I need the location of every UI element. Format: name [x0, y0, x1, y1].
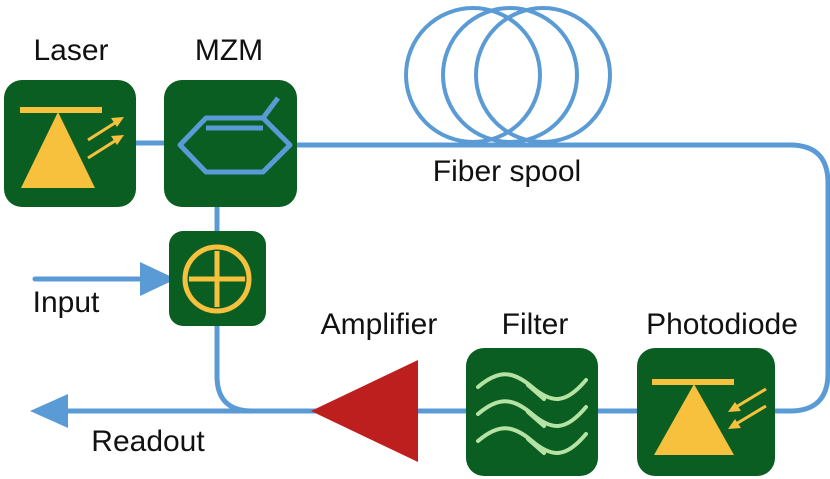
- laser-emitter-icon: [20, 107, 124, 188]
- input-label: Input: [32, 286, 100, 319]
- fiber-coil-icon: [404, 6, 612, 144]
- amplifier-label: Amplifier: [320, 308, 438, 341]
- mach-zehnder-modulator-icon: [177, 96, 293, 175]
- filter-block[interactable]: [466, 348, 598, 476]
- input-arrowhead: [140, 262, 176, 296]
- laser-block[interactable]: [4, 80, 136, 207]
- laser-label: Laser: [33, 34, 109, 67]
- photodiode-label: Photodiode: [646, 308, 798, 341]
- summer-to-readout-line: [214, 319, 321, 414]
- mzm-block[interactable]: [164, 80, 297, 207]
- readout-label: Readout: [91, 425, 205, 458]
- summing-junction-icon: [182, 244, 252, 314]
- amplifier-triangle-icon[interactable]: [311, 360, 418, 462]
- summer-block[interactable]: [169, 231, 266, 326]
- filter-label: Filter: [501, 308, 569, 341]
- fiber-loop-line: [293, 142, 830, 414]
- mzm-label: MZM: [194, 34, 264, 67]
- readout-arrowhead: [30, 394, 68, 428]
- photodiode-block[interactable]: [637, 348, 775, 476]
- fiber-spool-label: Fiber spool: [432, 155, 582, 188]
- photodiode-detector-icon: [652, 379, 767, 455]
- filter-waves-icon: [476, 372, 588, 455]
